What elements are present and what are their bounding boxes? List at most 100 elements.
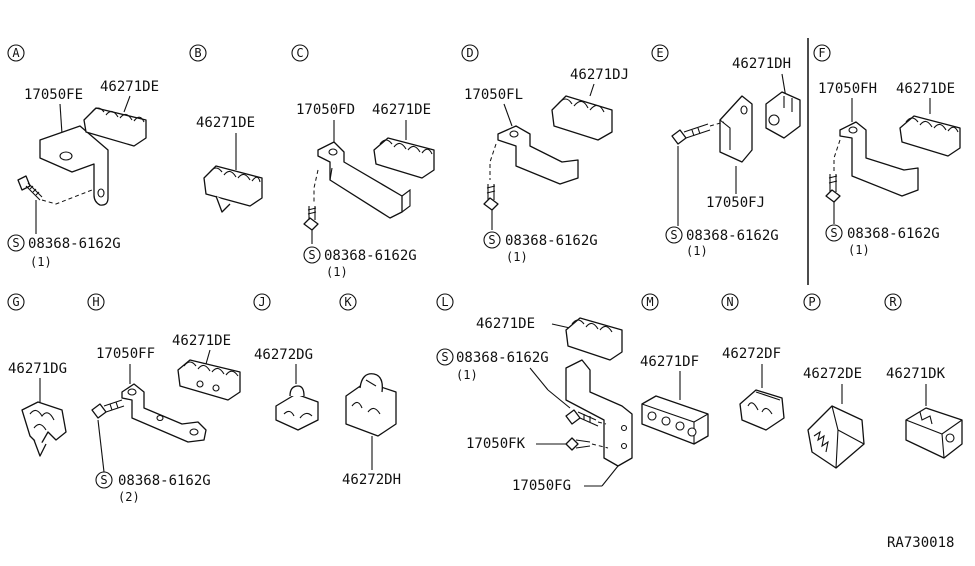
- quantity-label: (1): [30, 255, 52, 269]
- section-letter-k: K: [344, 295, 352, 309]
- part-label-08368-6162g: 08368-6162G: [118, 473, 211, 489]
- screw-icon: [671, 123, 711, 145]
- part-label-08368-6162g: 08368-6162G: [847, 226, 940, 242]
- quantity-label: (1): [326, 265, 348, 279]
- clip-46271de: [177, 359, 241, 401]
- clip-46272df: [739, 389, 785, 431]
- bracket-17050fj: [719, 95, 753, 163]
- section-letter-p: P: [808, 295, 815, 309]
- screw-symbol-letter: S: [488, 233, 495, 247]
- part-label-46271de: 46271DE: [196, 115, 255, 131]
- section-letter-a: A: [12, 46, 20, 60]
- screw-icon: [565, 437, 591, 451]
- section-letter-d: D: [466, 46, 473, 60]
- part-label-17050fk: 17050FK: [466, 436, 526, 452]
- part-label-08368-6162g: 08368-6162G: [28, 236, 121, 252]
- quantity-label: (1): [506, 250, 528, 264]
- bracket-17050fe: [39, 125, 109, 206]
- part-label-17050fg: 17050FG: [512, 478, 571, 494]
- section-j: J 46272DG: [253, 293, 319, 431]
- screw-symbol-icon: [303, 246, 321, 264]
- screw-symbol-letter: S: [308, 248, 315, 262]
- screw-icon: [17, 175, 43, 201]
- part-label-46271de: 46271DE: [100, 79, 159, 95]
- quantity-label: (1): [456, 368, 478, 382]
- screw-icon: [91, 399, 125, 419]
- section-f: F 17050FH 46271DE S 08368-6162G (1): [813, 44, 961, 257]
- clip-46271de: [203, 165, 263, 207]
- part-label-08368-6162g: 08368-6162G: [505, 233, 598, 249]
- part-label-46271dh: 46271DH: [732, 56, 791, 72]
- screw-symbol-icon: [665, 226, 683, 244]
- bracket-17050fg: [565, 359, 633, 467]
- section-letter-j: J: [258, 295, 265, 309]
- section-marker-e: [651, 44, 669, 62]
- screw-symbol-icon: [483, 231, 501, 249]
- screw-symbol-letter: S: [830, 226, 837, 240]
- section-letter-h: H: [92, 295, 99, 309]
- screw-symbol-icon: [825, 224, 843, 242]
- section-marker-p: [803, 293, 821, 311]
- section-marker-c: [291, 44, 309, 62]
- part-label-46271df: 46271DF: [640, 354, 699, 370]
- section-b: B 46271DE: [189, 44, 263, 213]
- clip-46271dg: [21, 401, 67, 447]
- part-label-46272df: 46272DF: [722, 346, 781, 362]
- screw-symbol-icon: [7, 234, 25, 252]
- clip-46271de: [899, 115, 961, 157]
- section-marker-l: [436, 293, 454, 311]
- section-m: M 46271DF: [640, 293, 709, 445]
- section-letter-m: M: [646, 295, 653, 309]
- clip-46272dg: [275, 393, 319, 431]
- screw-symbol-letter: S: [12, 236, 19, 250]
- section-letter-e: E: [656, 46, 663, 60]
- section-p: P 46272DE: [803, 293, 865, 469]
- section-marker-k: [339, 293, 357, 311]
- section-l: L 46271DE S 08368-6162G (1) 17050FK 1705…: [436, 293, 633, 494]
- clip-46271de: [565, 317, 623, 361]
- bracket-17050ff: [121, 383, 207, 443]
- section-marker-j: [253, 293, 271, 311]
- part-label-17050fl: 17050FL: [464, 87, 523, 103]
- section-e: E 46271DH 17050FJ S 08368-6162G (1): [651, 44, 801, 258]
- clip-46271dk: [905, 407, 963, 459]
- section-marker-h: [87, 293, 105, 311]
- part-label-46272dg: 46272DG: [254, 347, 313, 363]
- part-label-17050fe: 17050FE: [24, 87, 83, 103]
- part-label-08368-6162g: 08368-6162G: [324, 248, 417, 264]
- screw-icon: [825, 174, 841, 203]
- screw-symbol-letter: S: [441, 350, 448, 364]
- quantity-label: (1): [848, 243, 870, 257]
- section-a: A 17050FE 46271DE S 08368-6162G (1): [7, 44, 159, 269]
- section-d: D 17050FL 46271DJ S 08368-6162G (1): [461, 44, 629, 264]
- part-label-46272dh: 46272DH: [342, 472, 401, 488]
- section-k: K 46272DH: [339, 293, 401, 488]
- screw-symbol-icon: [95, 471, 113, 489]
- section-letter-b: B: [194, 46, 201, 60]
- section-letter-r: R: [889, 295, 897, 309]
- section-letter-l: L: [441, 295, 448, 309]
- section-n: N 46272DF: [721, 293, 785, 431]
- part-label-46271de: 46271DE: [896, 81, 955, 97]
- section-marker-b: [189, 44, 207, 62]
- section-marker-a: [7, 44, 25, 62]
- part-label-17050fh: 17050FH: [818, 81, 877, 97]
- part-label-17050ff: 17050FF: [96, 346, 155, 362]
- part-label-46271de: 46271DE: [372, 102, 431, 118]
- screw-symbol-letter: S: [100, 473, 107, 487]
- screw-symbol-letter: S: [670, 228, 677, 242]
- quantity-label: (2): [118, 490, 140, 504]
- part-label-46272de: 46272DE: [803, 366, 862, 382]
- clip-46271de: [373, 137, 435, 179]
- section-marker-n: [721, 293, 739, 311]
- section-c: C 17050FD 46271DE S 08368-6162G (1): [291, 44, 435, 279]
- clip-46271dj: [551, 95, 613, 141]
- section-h: H 17050FF 46271DE S 08368-6162G (2): [87, 293, 241, 504]
- part-label-46271dk: 46271DK: [886, 366, 946, 382]
- quantity-label: (1): [686, 244, 708, 258]
- section-g: G 46271DG: [7, 293, 67, 457]
- screw-symbol-icon: [436, 348, 454, 366]
- clip-46271dh: [765, 91, 801, 139]
- section-marker-m: [641, 293, 659, 311]
